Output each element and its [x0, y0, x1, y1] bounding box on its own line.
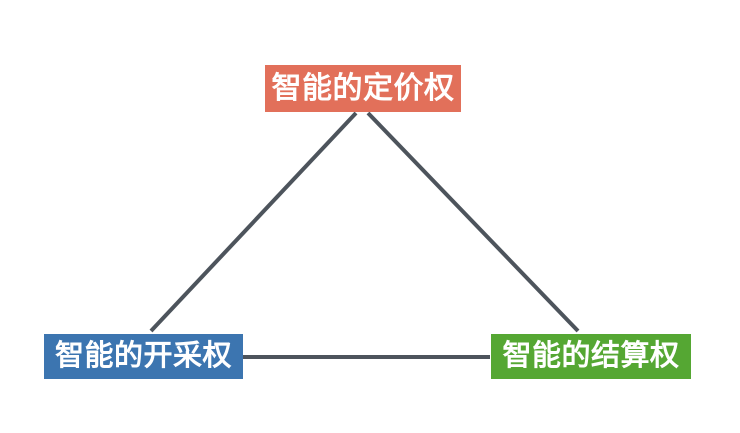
- node-settlement[interactable]: 智能的结算权: [491, 334, 691, 379]
- node-settlement-label: 智能的结算权: [502, 340, 680, 372]
- node-mining-label: 智能的开采权: [54, 340, 232, 372]
- edge-pricing-to-settlement: [366, 111, 580, 333]
- node-pricing[interactable]: 智能的定价权: [265, 65, 461, 112]
- node-pricing-label: 智能的定价权: [271, 71, 455, 105]
- node-mining[interactable]: 智能的开采权: [44, 334, 243, 379]
- edge-pricing-to-mining: [149, 111, 358, 333]
